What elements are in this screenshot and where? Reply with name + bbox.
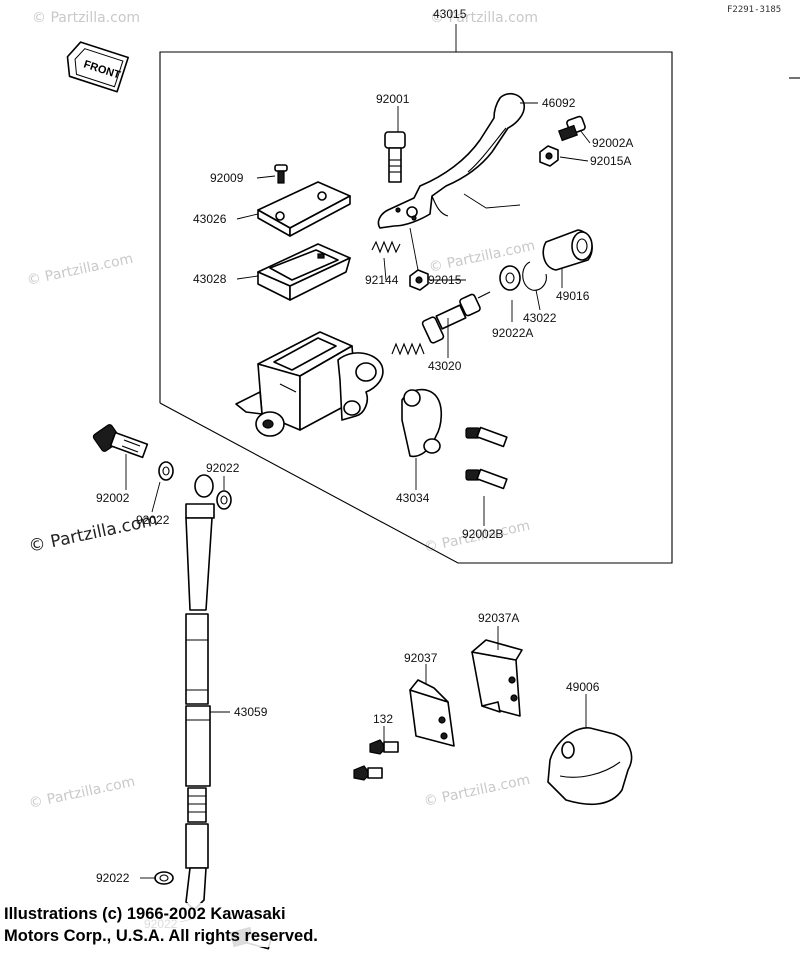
part-labels: 43015 92001 46092 92002A 92015A 92009 43… <box>96 7 633 931</box>
watermark-text: © Partzilla.com <box>26 251 135 289</box>
washer-92022A <box>499 265 521 291</box>
bracket-92037A <box>471 639 523 717</box>
watermark-text: © Partzilla.com <box>428 238 537 276</box>
brake-lever <box>377 92 526 229</box>
washer-92022 <box>216 490 232 510</box>
bracket-bolt-upper <box>369 739 399 755</box>
assembly-frame <box>159 51 673 564</box>
part-label: 49016 <box>556 289 590 303</box>
copyright-line-2: Motors Corp., U.S.A. All rights reserved… <box>4 927 318 945</box>
part-label: 46092 <box>542 96 576 110</box>
dust-boot <box>542 229 593 271</box>
reservoir-cap <box>257 181 351 237</box>
part-label: 92009 <box>210 171 244 185</box>
copyright-line-1: Illustrations (c) 1966-2002 Kawasaki <box>4 905 286 923</box>
spring <box>371 240 401 254</box>
master-cylinder-body <box>235 331 384 437</box>
diaphragm <box>257 243 351 301</box>
part-label: 92001 <box>376 92 410 106</box>
part-label: 92022A <box>492 326 533 340</box>
clamp-bolt-lower <box>465 468 508 490</box>
leader-lines <box>125 102 591 923</box>
part-label: 43022 <box>523 311 557 325</box>
part-label: 43059 <box>234 705 268 719</box>
part-label: 92144 <box>365 273 399 287</box>
part-label: 92015 <box>428 273 462 287</box>
watermark-text: © Partzilla.com <box>28 774 137 812</box>
diagram-code: F2291-3185 <box>727 5 781 15</box>
part-label: 92022 <box>96 871 130 885</box>
banjo-bolt <box>92 424 149 459</box>
nut-92015A <box>539 145 559 167</box>
part-label: 43020 <box>428 359 462 373</box>
part-label: 92015A <box>590 154 631 168</box>
screw-92002A <box>558 115 586 142</box>
bracket-bolt-lower <box>353 765 383 781</box>
part-label: 43026 <box>193 212 227 226</box>
front-arrow-badge: FRONT <box>66 41 129 93</box>
brake-hose <box>185 474 215 911</box>
copyright-notice: Illustrations (c) 1966-2002 Kawasaki Mot… <box>4 903 318 947</box>
piston-assembly <box>391 291 491 356</box>
nut-92015 <box>409 227 429 291</box>
washer-92022 <box>154 871 174 885</box>
part-label: 43015 <box>433 7 467 21</box>
part-label: 92022 <box>136 513 170 527</box>
part-label: 92037A <box>478 611 519 625</box>
bracket-92037 <box>409 679 455 747</box>
part-label: 92022 <box>206 461 240 475</box>
part-label: 92002B <box>462 527 503 541</box>
part-label: 43034 <box>396 491 430 505</box>
part-label: 92002A <box>592 136 633 150</box>
circlip <box>522 261 547 291</box>
cap-screw <box>274 164 288 184</box>
part-label: 132 <box>373 712 393 726</box>
lever-guard <box>547 727 633 806</box>
part-label: 92002 <box>96 491 130 505</box>
watermark-text: © Partzilla.com <box>423 772 532 810</box>
part-label: 92037 <box>404 651 438 665</box>
clamp-bolt-upper <box>465 426 508 448</box>
watermark-text: © Partzilla.com <box>430 10 538 26</box>
clamp <box>401 388 443 458</box>
part-label: 49006 <box>566 680 600 694</box>
pivot-bolt <box>384 131 406 183</box>
washer-92022 <box>158 461 174 481</box>
watermark-text: © Partzilla.com <box>32 10 140 26</box>
part-label: 43028 <box>193 272 227 286</box>
